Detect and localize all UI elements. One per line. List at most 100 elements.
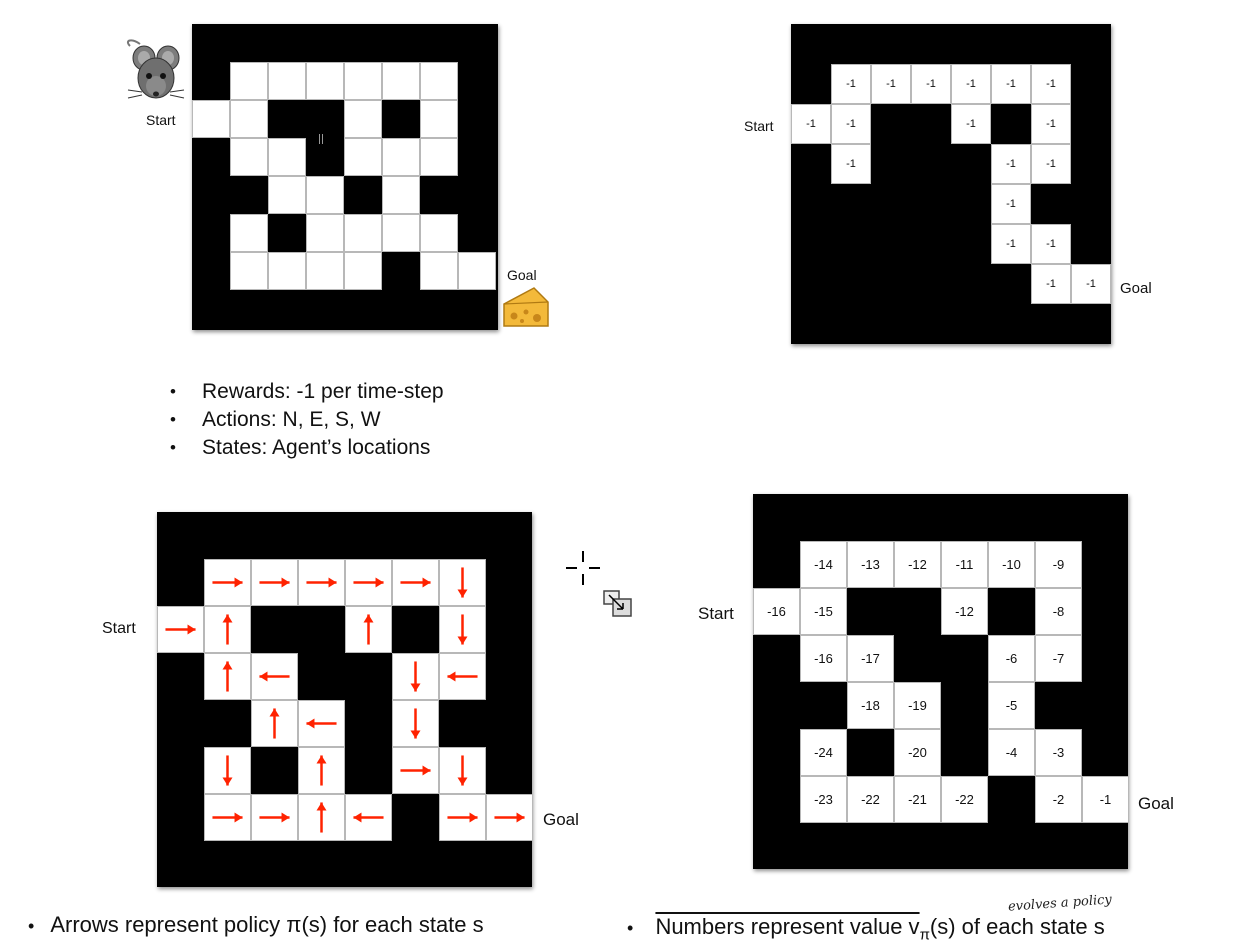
- policy-cell: [204, 559, 251, 606]
- value-cell: -1: [1031, 144, 1071, 184]
- policy-cell: [298, 559, 345, 606]
- maze-cell: [382, 214, 420, 252]
- maze-cell: [192, 100, 230, 138]
- maze-cell: [382, 176, 420, 214]
- bullet-rewards: Rewards: -1 per time-step: [170, 378, 444, 406]
- value-cell: -1: [1071, 264, 1111, 304]
- value-cell: -1: [1031, 104, 1071, 144]
- value-cell: -10: [988, 541, 1035, 588]
- value-cell: -5: [988, 682, 1035, 729]
- mouse-icon: [126, 39, 185, 99]
- policy-cell: [251, 700, 298, 747]
- value-cell: -1: [991, 144, 1031, 184]
- start-label: Start: [744, 118, 774, 134]
- arrow-icon-e: [400, 765, 431, 776]
- maze-cell: [344, 138, 382, 176]
- arrow-icon-n: [316, 802, 327, 833]
- maze-cell: [382, 62, 420, 100]
- arrow-icon-w: [353, 812, 384, 823]
- arrow-icon-w: [306, 718, 337, 729]
- maze-cell: [306, 176, 344, 214]
- maze-cell: [458, 252, 496, 290]
- value-cell: -1: [991, 224, 1031, 264]
- crosshair-cursor-icon: [566, 551, 600, 585]
- value-cell: -11: [941, 541, 988, 588]
- maze-cell: [230, 214, 268, 252]
- value-cell: -16: [753, 588, 800, 635]
- maze-cell: [344, 214, 382, 252]
- policy-cell: [345, 794, 392, 841]
- maze-cell: [306, 62, 344, 100]
- policy-cell: [345, 559, 392, 606]
- policy-cell: [439, 653, 486, 700]
- policy-cell: [439, 559, 486, 606]
- arrow-icon-e: [212, 577, 243, 588]
- policy-cell: [392, 747, 439, 794]
- maze-cell: [344, 252, 382, 290]
- value-caption-post: (s) of each state s: [929, 914, 1105, 939]
- value-cell: -1: [1082, 776, 1129, 823]
- policy-caption: Arrows represent policy π(s) for each st…: [28, 912, 483, 938]
- arrow-icon-e: [165, 624, 196, 635]
- start-label: Start: [146, 112, 176, 128]
- goal-label: Goal: [1138, 794, 1174, 813]
- arrow-icon-e: [259, 577, 290, 588]
- value-caption: Numbers represent value vπ(s) of each st…: [627, 914, 1105, 943]
- value-cell: -1: [911, 64, 951, 104]
- value-cell: -15: [800, 588, 847, 635]
- policy-cell: [204, 653, 251, 700]
- bullet-actions: Actions: N, E, S, W: [170, 406, 444, 434]
- maze-cell: [344, 62, 382, 100]
- info-bullets: Rewards: -1 per time-step Actions: N, E,…: [170, 378, 444, 462]
- value-cell: -9: [1035, 541, 1082, 588]
- arrow-icon-s: [457, 567, 468, 598]
- value-cell: -4: [988, 729, 1035, 776]
- arrow-icon-e: [306, 577, 337, 588]
- maze-cell: [420, 138, 458, 176]
- arrow-icon-w: [447, 671, 478, 682]
- maze-cell: [420, 62, 458, 100]
- value-cell: -1: [991, 184, 1031, 224]
- maze-cell: [230, 138, 268, 176]
- maze-cell: [268, 62, 306, 100]
- value-cell: -12: [941, 588, 988, 635]
- policy-cell: [157, 606, 204, 653]
- policy-cell: [251, 794, 298, 841]
- maze-cell: [230, 252, 268, 290]
- policy-cell: [298, 700, 345, 747]
- value-cell: -7: [1035, 635, 1082, 682]
- value-cell: -23: [800, 776, 847, 823]
- mouse-maze: [192, 24, 498, 330]
- arrow-icon-s: [457, 755, 468, 786]
- policy-cell: [392, 653, 439, 700]
- policy-cell: [486, 794, 533, 841]
- arrow-icon-n: [316, 755, 327, 786]
- maze-cell: [268, 176, 306, 214]
- policy-cell: [251, 653, 298, 700]
- value-cell: -17: [847, 635, 894, 682]
- arrow-icon-n: [363, 614, 374, 645]
- maze-cell: [268, 252, 306, 290]
- value-caption-pre: Numbers represent value v: [655, 914, 920, 939]
- value-cell: -18: [847, 682, 894, 729]
- value-cell: -22: [847, 776, 894, 823]
- arrow-icon-w: [259, 671, 290, 682]
- value-cell: -1: [1031, 64, 1071, 104]
- value-cell: -1: [871, 64, 911, 104]
- value-cell: -1: [831, 104, 871, 144]
- arrow-icon-s: [410, 708, 421, 739]
- policy-cell: [204, 606, 251, 653]
- value-cell: -6: [988, 635, 1035, 682]
- policy-cell: [392, 700, 439, 747]
- value-cell: -14: [800, 541, 847, 588]
- start-label: Start: [102, 620, 136, 637]
- arrow-icon-e: [400, 577, 431, 588]
- policy-maze: [157, 512, 533, 887]
- policy-cell: [345, 606, 392, 653]
- value-cell: -1: [831, 144, 871, 184]
- policy-cell: [392, 559, 439, 606]
- arrow-icon-e: [212, 812, 243, 823]
- value-cell: -1: [791, 104, 831, 144]
- value-cell: -22: [941, 776, 988, 823]
- maze-cell: [306, 214, 344, 252]
